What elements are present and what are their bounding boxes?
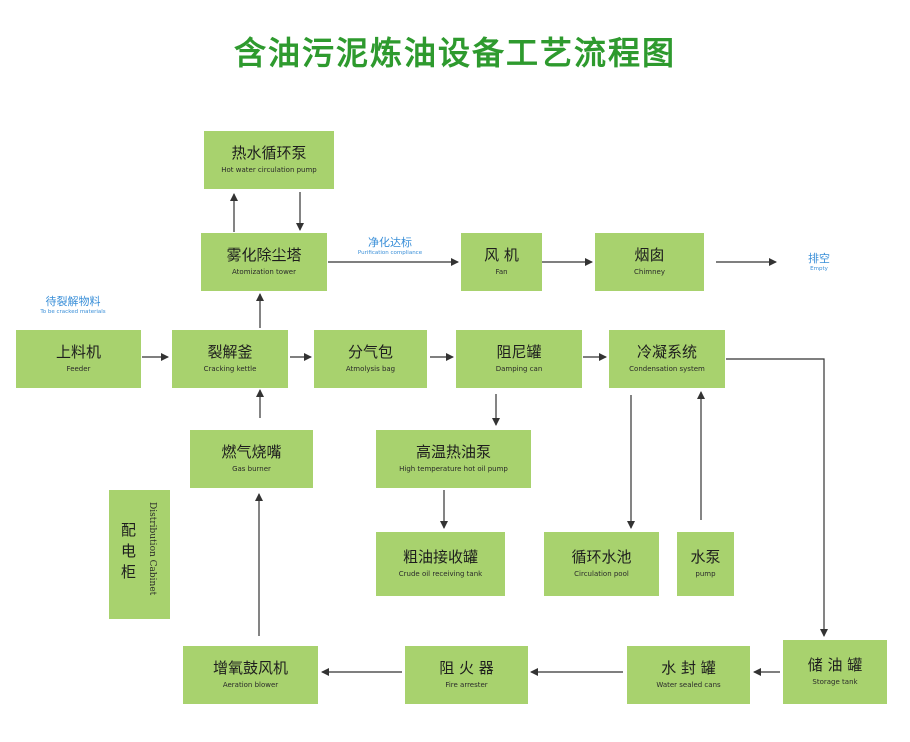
- node-storage-tank: 储 油 罐 Storage tank: [783, 640, 887, 704]
- node-label-en: Fire arrester: [445, 681, 488, 689]
- node-atomization-tower: 雾化除尘塔 Atomization tower: [201, 233, 327, 291]
- node-label-zh: 循环水池: [571, 548, 632, 566]
- node-crude-oil-tank: 粗油接收罐 Crude oil receiving tank: [376, 532, 505, 596]
- node-chimney: 烟囱 Chimney: [595, 233, 704, 291]
- node-label-en: Water sealed cans: [656, 681, 721, 689]
- node-hot-oil-pump: 高温热油泵 High temperature hot oil pump: [376, 430, 531, 488]
- node-label-zh: 燃气烧嘴: [221, 443, 282, 461]
- node-label-en: Feeder: [66, 365, 91, 373]
- node-label-zh: 阻 火 器: [439, 659, 494, 677]
- node-label-en: Storage tank: [812, 678, 858, 686]
- node-label-en: Fan: [495, 268, 508, 276]
- arrow-condense-to-storage: [726, 358, 828, 637]
- node-label-en: High temperature hot oil pump: [399, 465, 508, 473]
- node-label-zh: 裂解釜: [207, 343, 253, 361]
- node-pump: 水泵 pump: [677, 532, 734, 596]
- node-label-en: Atomization tower: [232, 268, 296, 276]
- node-label-zh: 储 油 罐: [807, 656, 863, 674]
- empty-label: 排空 Empty: [795, 252, 843, 273]
- node-label-zh: 水 封 罐: [661, 659, 716, 677]
- node-hot-water-pump: 热水循环泵 Hot water circulation pump: [204, 131, 334, 189]
- node-label-en: Distribution Cabinet: [147, 502, 157, 596]
- purification-label-en: Purification compliance: [357, 250, 423, 256]
- empty-label-zh: 排空: [808, 252, 830, 265]
- node-cracking-kettle: 裂解釜 Cracking kettle: [172, 330, 288, 388]
- purification-label-zh: 净化达标: [368, 236, 412, 249]
- node-label-zh: 增氧鼓风机: [212, 659, 288, 677]
- node-label-en: Aeration blower: [222, 681, 279, 689]
- node-fire-arrester: 阻 火 器 Fire arrester: [405, 646, 528, 704]
- node-label-en: Damping can: [495, 365, 543, 373]
- node-label-zh: 雾化除尘塔: [226, 246, 302, 264]
- node-aeration-blower: 增氧鼓风机 Aeration blower: [183, 646, 318, 704]
- to-crack-label-zh: 待裂解物料: [45, 295, 101, 308]
- node-label-en: Condensation system: [629, 365, 705, 373]
- node-label-zh: 分气包: [347, 343, 393, 361]
- node-label-zh: 水泵: [690, 548, 721, 566]
- node-atmolysis-bag: 分气包 Atmolysis bag: [314, 330, 427, 388]
- node-fan: 风 机 Fan: [461, 233, 542, 291]
- node-label-en: pump: [695, 570, 716, 578]
- node-label-en: Circulation pool: [574, 570, 629, 578]
- node-label-zh: 热水循环泵: [231, 144, 307, 162]
- node-water-sealed-cans: 水 封 罐 Water sealed cans: [627, 646, 750, 704]
- node-label-en: Gas burner: [232, 465, 271, 473]
- node-distribution-cabinet: 配电柜 Distribution Cabinet: [109, 490, 170, 619]
- node-label-en: Crude oil receiving tank: [398, 570, 483, 578]
- node-label-zh: 风 机: [484, 246, 519, 264]
- node-gas-burner: 燃气烧嘴 Gas burner: [190, 430, 313, 488]
- diagram-title: 含油污泥炼油设备工艺流程图: [233, 34, 676, 72]
- node-label-en: Hot water circulation pump: [221, 166, 317, 174]
- to-crack-label-en: To be cracked materials: [40, 309, 106, 315]
- node-label-zh: 上料机: [55, 343, 101, 361]
- node-circulation-pool: 循环水池 Circulation pool: [544, 532, 659, 596]
- node-label-en: Cracking kettle: [203, 365, 257, 373]
- node-label-zh: 粗油接收罐: [402, 548, 478, 566]
- node-feeder: 上料机 Feeder: [16, 330, 141, 388]
- node-label-zh: 配电柜: [121, 521, 137, 581]
- empty-label-en: Empty: [810, 266, 828, 272]
- node-label-zh: 阻尼罐: [496, 343, 542, 361]
- node-damping-can: 阻尼罐 Damping can: [456, 330, 582, 388]
- node-label-en: Chimney: [634, 268, 665, 276]
- node-label-zh: 烟囱: [634, 246, 665, 264]
- to-crack-label: 待裂解物料 To be cracked materials: [18, 295, 128, 316]
- node-condensation-system: 冷凝系统 Condensation system: [609, 330, 725, 388]
- node-label-en: Atmolysis bag: [345, 365, 396, 373]
- node-label-zh: 冷凝系统: [636, 343, 697, 361]
- purification-label: 净化达标 Purification compliance: [340, 236, 440, 257]
- node-label-zh: 高温热油泵: [415, 443, 491, 461]
